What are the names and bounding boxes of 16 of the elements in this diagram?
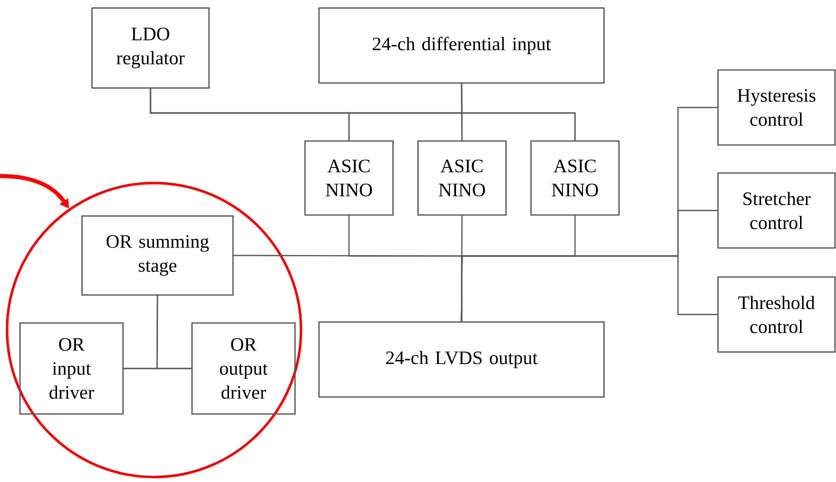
block-box: OR input driver (19, 322, 124, 415)
block-box: Threshold control (717, 276, 836, 353)
block-box: Hysteresis control (717, 69, 836, 146)
block-box: ASIC NINO (530, 140, 620, 216)
block-box: 24-ch LVDS output (318, 321, 605, 398)
highlight-circle (6, 182, 302, 478)
connector-line (460, 255, 718, 322)
block-box: LDO regulator (91, 7, 210, 89)
block-box: OR output driver (191, 322, 296, 415)
block-box: ASIC NINO (417, 140, 507, 216)
block-box: 24-ch differential input (318, 7, 605, 84)
block-box: Stretcher control (717, 172, 836, 249)
connector-line (124, 368, 192, 370)
connector-line (460, 84, 576, 140)
block-box: ASIC NINO (304, 140, 394, 216)
block-box: OR summing stage (81, 215, 234, 296)
